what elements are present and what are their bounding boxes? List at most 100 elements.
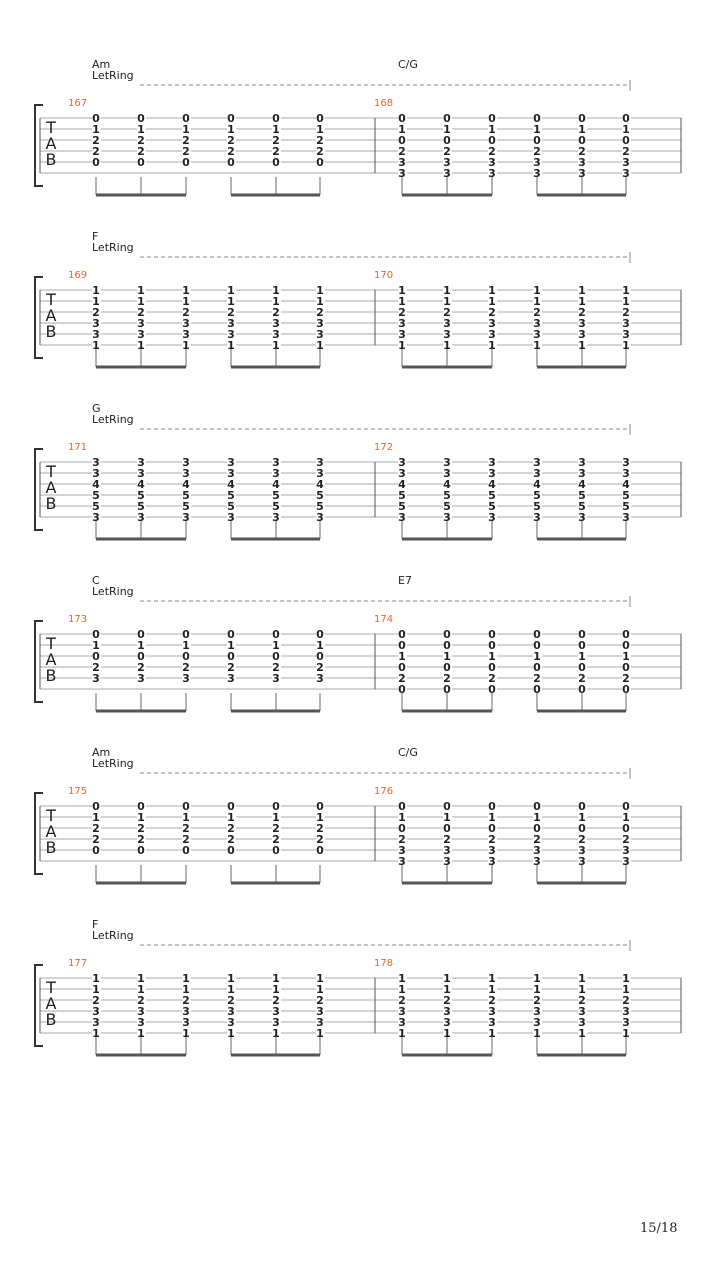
fret-number: 2 bbox=[227, 822, 235, 835]
fret-backdrop bbox=[578, 490, 587, 500]
fret-number: 2 bbox=[443, 145, 451, 158]
fret-backdrop bbox=[443, 662, 452, 672]
fret-number: 2 bbox=[316, 134, 324, 147]
fret-backdrop bbox=[227, 1017, 236, 1027]
fret-backdrop bbox=[443, 468, 452, 478]
fret-backdrop bbox=[622, 1006, 631, 1016]
fret-backdrop bbox=[316, 307, 325, 317]
fret-backdrop bbox=[578, 640, 587, 650]
fret-number: 0 bbox=[182, 800, 190, 813]
fret-number: 0 bbox=[578, 661, 586, 674]
fret-number: 2 bbox=[578, 833, 586, 846]
fret-backdrop bbox=[227, 823, 236, 833]
fret-number: 1 bbox=[316, 295, 324, 308]
fret-backdrop bbox=[316, 113, 325, 123]
fret-number: 4 bbox=[316, 478, 324, 491]
fret-number: 3 bbox=[182, 467, 190, 480]
fret-number: 1 bbox=[488, 983, 496, 996]
fret-number: 1 bbox=[488, 339, 496, 352]
fret-backdrop bbox=[398, 856, 407, 866]
fret-number: 3 bbox=[398, 1016, 406, 1029]
fret-number: 2 bbox=[227, 994, 235, 1007]
fret-backdrop bbox=[137, 490, 146, 500]
fret-backdrop bbox=[92, 812, 101, 822]
fret-backdrop bbox=[398, 834, 407, 844]
fret-backdrop bbox=[316, 651, 325, 661]
fret-backdrop bbox=[578, 823, 587, 833]
fret-backdrop bbox=[622, 285, 631, 295]
fret-number: 1 bbox=[316, 972, 324, 985]
fret-number: 3 bbox=[443, 511, 451, 524]
fret-backdrop bbox=[488, 113, 497, 123]
fret-number: 1 bbox=[443, 284, 451, 297]
fret-backdrop bbox=[488, 468, 497, 478]
fret-number: 3 bbox=[182, 317, 190, 330]
fret-backdrop bbox=[443, 856, 452, 866]
fret-backdrop bbox=[182, 512, 191, 522]
fret-backdrop bbox=[272, 490, 281, 500]
fret-number: 1 bbox=[533, 123, 541, 136]
fret-number: 3 bbox=[443, 855, 451, 868]
fret-backdrop bbox=[272, 1006, 281, 1016]
fret-backdrop bbox=[398, 512, 407, 522]
measure-number: 172 bbox=[374, 442, 393, 453]
fret-number: 2 bbox=[272, 145, 280, 158]
tab-clef-letter: B bbox=[46, 1010, 57, 1029]
fret-number: 2 bbox=[622, 994, 630, 1007]
fret-number: 2 bbox=[92, 306, 100, 319]
fret-backdrop bbox=[488, 490, 497, 500]
fret-backdrop bbox=[533, 684, 542, 694]
fret-number: 3 bbox=[92, 1005, 100, 1018]
fret-number: 4 bbox=[533, 478, 541, 491]
fret-backdrop bbox=[622, 168, 631, 178]
fret-number: 2 bbox=[443, 672, 451, 685]
fret-backdrop bbox=[533, 285, 542, 295]
fret-number: 1 bbox=[622, 983, 630, 996]
fret-backdrop bbox=[533, 135, 542, 145]
fret-number: 1 bbox=[443, 295, 451, 308]
fret-number: 5 bbox=[182, 489, 190, 502]
fret-backdrop bbox=[182, 479, 191, 489]
fret-backdrop bbox=[227, 340, 236, 350]
fret-backdrop bbox=[488, 662, 497, 672]
fret-number: 3 bbox=[272, 328, 280, 341]
fret-number: 2 bbox=[272, 994, 280, 1007]
fret-backdrop bbox=[443, 512, 452, 522]
fret-number: 2 bbox=[533, 833, 541, 846]
fret-backdrop bbox=[533, 479, 542, 489]
fret-backdrop bbox=[443, 973, 452, 983]
fret-number: 1 bbox=[443, 123, 451, 136]
fret-number: 5 bbox=[227, 489, 235, 502]
fret-number: 1 bbox=[533, 284, 541, 297]
fret-number: 4 bbox=[443, 478, 451, 491]
fret-number: 1 bbox=[488, 123, 496, 136]
fret-backdrop bbox=[533, 296, 542, 306]
fret-number: 3 bbox=[622, 167, 630, 180]
fret-backdrop bbox=[272, 285, 281, 295]
fret-backdrop bbox=[182, 1006, 191, 1016]
fret-backdrop bbox=[622, 113, 631, 123]
fret-number: 1 bbox=[182, 639, 190, 652]
fret-number: 1 bbox=[578, 123, 586, 136]
fret-number: 2 bbox=[488, 145, 496, 158]
fret-number: 2 bbox=[182, 134, 190, 147]
fret-number: 2 bbox=[316, 833, 324, 846]
fret-number: 3 bbox=[443, 167, 451, 180]
fret-backdrop bbox=[488, 812, 497, 822]
fret-backdrop bbox=[622, 651, 631, 661]
fret-backdrop bbox=[488, 684, 497, 694]
fret-number: 3 bbox=[398, 328, 406, 341]
fret-backdrop bbox=[578, 973, 587, 983]
fret-backdrop bbox=[578, 329, 587, 339]
fret-number: 3 bbox=[443, 156, 451, 169]
fret-backdrop bbox=[488, 984, 497, 994]
fret-backdrop bbox=[182, 307, 191, 317]
tab-clef-letter: B bbox=[46, 322, 57, 341]
fret-number: 2 bbox=[92, 134, 100, 147]
fret-number: 3 bbox=[533, 1005, 541, 1018]
fret-number: 0 bbox=[398, 639, 406, 652]
fret-backdrop bbox=[398, 490, 407, 500]
fret-backdrop bbox=[316, 984, 325, 994]
fret-number: 3 bbox=[316, 456, 324, 469]
fret-number: 1 bbox=[316, 639, 324, 652]
